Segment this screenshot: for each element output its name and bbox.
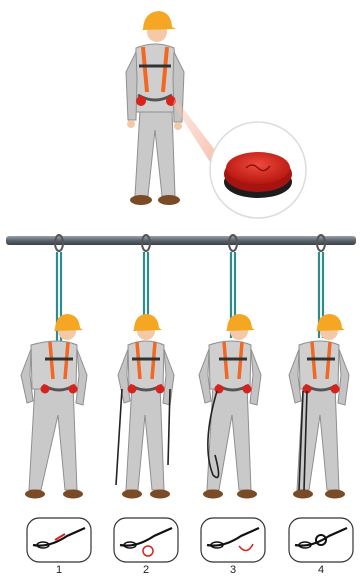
hanging-worker-3 (199, 235, 261, 499)
boot-icon (122, 490, 142, 499)
strap-detail-3 (201, 518, 265, 562)
hard-hat-icon (54, 314, 83, 331)
standing-worker (126, 11, 184, 205)
step-number-3: 3 (230, 564, 236, 576)
boot-icon (63, 490, 83, 499)
boot-icon (150, 490, 170, 499)
worker-legs (29, 385, 77, 490)
hanging-worker-4 (289, 235, 349, 499)
worker-arm (250, 349, 261, 405)
suspension-trauma-button-icon (331, 385, 340, 394)
step-number-4: 4 (318, 564, 324, 576)
worker-torso (31, 341, 77, 389)
worker-arm (76, 349, 87, 405)
strap-detail-1 (27, 518, 91, 562)
worker-legs (126, 385, 164, 490)
worker-torso (209, 341, 251, 389)
worker-arm (163, 349, 174, 405)
suspension-trauma-button-icon (41, 385, 50, 394)
hanging-workers (21, 235, 349, 499)
boot-icon (25, 490, 45, 499)
hanging-worker-2 (116, 235, 174, 499)
suspension-trauma-button-icon (128, 385, 137, 394)
strap-detail-row (27, 518, 353, 562)
boot-icon (237, 490, 257, 499)
suspension-trauma-button-icon (224, 152, 292, 198)
worker-arm (338, 349, 349, 405)
hard-hat-icon (133, 314, 162, 331)
hanging-worker-1 (21, 235, 87, 499)
suspension-trauma-button-icon (243, 385, 252, 394)
suspension-trauma-button-icon (156, 385, 165, 394)
suspension-trauma-button-icon (69, 385, 78, 394)
worker-torso (299, 341, 339, 389)
step-number-1: 1 (56, 564, 62, 576)
boot-icon (325, 490, 345, 499)
magnifier-icon (210, 122, 306, 218)
overhead-rail-icon (6, 236, 356, 245)
worker-torso (128, 341, 164, 389)
hard-hat-icon (316, 314, 345, 331)
step-number-2: 2 (143, 564, 149, 576)
strap-detail-2 (114, 518, 178, 562)
boot-icon (293, 490, 313, 499)
strap-detail-4 (289, 518, 353, 562)
boot-icon (203, 490, 223, 499)
